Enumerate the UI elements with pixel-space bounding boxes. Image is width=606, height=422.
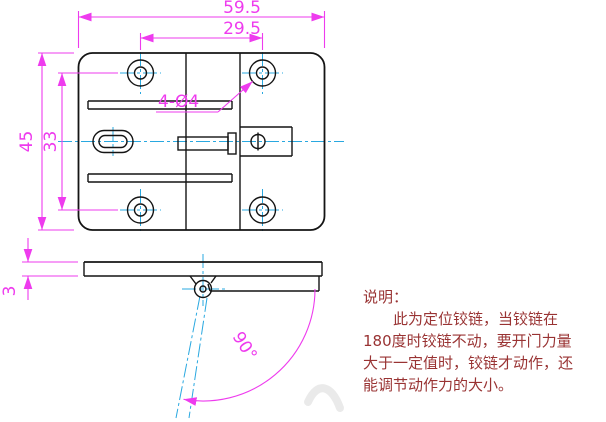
dim-overall-width: 59.5 bbox=[223, 0, 261, 18]
oval-slot bbox=[92, 129, 134, 154]
hinge-pin-head bbox=[227, 132, 237, 155]
mounting-holes bbox=[126, 59, 277, 224]
note-line: 180度时铰链不动，要开门力量 bbox=[363, 332, 572, 350]
dim-hole-spacing: 29.5 bbox=[223, 19, 261, 39]
side-bottom-leaf bbox=[207, 276, 320, 292]
lower-slot bbox=[87, 173, 233, 183]
swing-centerlines bbox=[175, 295, 208, 419]
dim-thickness-lines bbox=[22, 238, 78, 300]
latch-block bbox=[240, 126, 293, 157]
note-title: 说明： bbox=[363, 288, 409, 306]
dim-angle: 90° bbox=[228, 328, 261, 364]
dim-hole-spacing-lines bbox=[139, 33, 264, 50]
plate-outline bbox=[77, 52, 326, 231]
watermark bbox=[304, 384, 344, 412]
pivot-circle bbox=[193, 279, 213, 299]
hole-callout-leader bbox=[156, 80, 253, 113]
dimension-annotations bbox=[22, 11, 326, 406]
note-line: 能调节动作力的大小。 bbox=[363, 376, 514, 394]
side-top-leaf bbox=[83, 261, 323, 277]
center-lines bbox=[58, 52, 344, 419]
dim-overall-width-lines bbox=[77, 11, 326, 48]
dim-inner-height: 33 bbox=[41, 131, 61, 153]
dim-overall-height-lines bbox=[37, 52, 74, 231]
rotation-arc bbox=[183, 288, 316, 406]
side-knuckle bbox=[189, 275, 217, 299]
dim-overall-height: 45 bbox=[17, 131, 37, 153]
note-line: 此为定位铰链，当铰链在 bbox=[393, 310, 559, 328]
note-block: 说明： 此为定位铰链，当铰链在 180度时铰链不动，要开门力量 大于一定值时，铰… bbox=[363, 286, 603, 396]
upper-slot bbox=[87, 100, 233, 110]
side-view bbox=[83, 261, 323, 299]
dim-inner-height-lines bbox=[57, 72, 118, 211]
adjusting-screw bbox=[250, 132, 266, 151]
note-line: 大于一定值时，铰链才动作，还 bbox=[363, 354, 574, 372]
dim-thickness: 3 bbox=[0, 286, 20, 297]
hole-callout: 4-Ø4 bbox=[158, 92, 199, 112]
